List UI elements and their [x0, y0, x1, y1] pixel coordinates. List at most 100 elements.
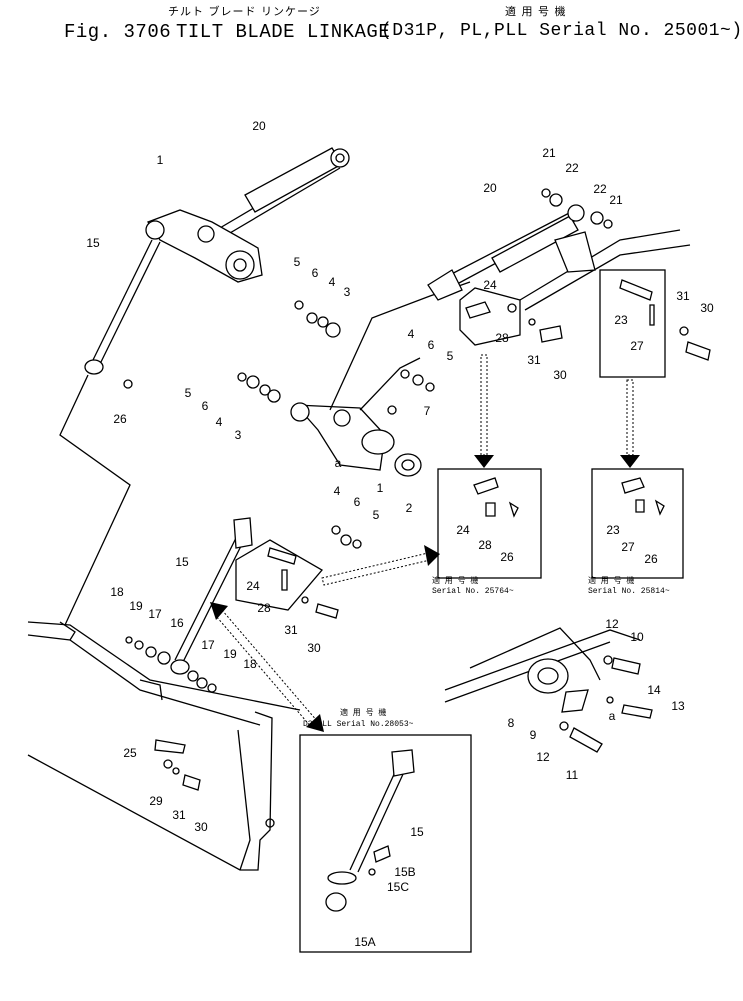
part-label: 5: [372, 508, 380, 522]
part-label: 19: [223, 647, 237, 661]
part-label: 28: [257, 601, 271, 615]
part-label: 6: [353, 495, 361, 509]
part-label: 16: [170, 616, 184, 630]
part-label: 19: [129, 599, 143, 613]
inset-c-jp: 適 用 号 機: [340, 709, 387, 718]
part-label: 31: [172, 808, 186, 822]
part-label: 26: [644, 552, 658, 566]
washer-stack-lower-left: [125, 636, 171, 665]
part-label: 28: [495, 331, 509, 345]
inset-box-b: [591, 468, 684, 579]
inset-b-jp: 適 用 号 機: [588, 577, 635, 586]
part-label: 4: [215, 415, 223, 429]
part-label: 15C: [386, 880, 410, 894]
part-label: 28: [478, 538, 492, 552]
washer-stack-left: [237, 372, 281, 403]
hydraulic-cylinder-right: [427, 188, 691, 311]
part-label: a: [608, 709, 616, 723]
part-label: 24: [456, 523, 470, 537]
part-label: 30: [307, 641, 321, 655]
part-label: 3: [343, 285, 351, 299]
part-label: 21: [609, 193, 623, 207]
part-label: 5: [184, 386, 192, 400]
frame-mount-right: [444, 627, 653, 753]
blade-body: [27, 621, 301, 871]
part-label: 22: [593, 182, 607, 196]
inset-b-note: 適 用 号 機 Serial No. 25814~: [588, 577, 670, 597]
part-label: 17: [201, 638, 215, 652]
part-label: 25: [123, 746, 137, 760]
part-label: 1: [376, 481, 384, 495]
part-label: 26: [500, 550, 514, 564]
part-label: 24: [246, 579, 260, 593]
part-label: 21: [542, 146, 556, 160]
inset-c-serial: D31PLL Serial No.28053~: [303, 720, 414, 729]
part-label: 11: [565, 768, 579, 782]
part-label: 3: [234, 428, 242, 442]
pin-box-23: [599, 269, 711, 378]
washer-stack-center-right: [400, 369, 435, 392]
part-label: 24: [483, 278, 497, 292]
part-label: 15: [86, 236, 100, 250]
part-label: 7: [423, 404, 431, 418]
part-label: 30: [700, 301, 714, 315]
part-label: 6: [201, 399, 209, 413]
inset-a-serial: Serial No. 25764~: [432, 587, 514, 596]
parts-diagram-page: チルト ブレード リンケージ 適 用 号 機 Fig. 3706 TILT BL…: [27, 5, 743, 953]
part-label: 4: [407, 327, 415, 341]
part-label: 9: [529, 728, 537, 742]
arrow-to-inset-c: [210, 602, 324, 732]
part-label: 1: [156, 153, 164, 167]
inset-a-jp: 適 用 号 機: [432, 577, 479, 586]
pin-box-24: [459, 287, 563, 346]
arrow-down-right: [620, 379, 640, 468]
part-label: 30: [553, 368, 567, 382]
part-label: 4: [328, 275, 336, 289]
part-label: 31: [676, 289, 690, 303]
arrow-to-inset-a: [321, 545, 440, 586]
inset-b-serial: Serial No. 25814~: [588, 587, 670, 596]
figure-number: Fig. 3706: [64, 21, 172, 43]
part-label: 4: [333, 484, 341, 498]
link-rod-lower: [170, 517, 253, 675]
part-label: a: [334, 456, 342, 470]
part-label: 23: [606, 523, 620, 537]
part-label: 27: [621, 540, 635, 554]
inset-box-c: [299, 734, 472, 953]
link-rod-upper: [84, 239, 161, 389]
part-label: 22: [565, 161, 579, 175]
applicable-serial: (D31P, PL,PLL Serial No. 25001~): [381, 21, 743, 41]
part-label: 18: [110, 585, 124, 599]
arrow-down-left: [474, 354, 494, 468]
part-label: 30: [194, 820, 208, 834]
part-label: 17: [148, 607, 162, 621]
part-label: 20: [483, 181, 497, 195]
part-label: 31: [527, 353, 541, 367]
part-label: 5: [446, 349, 454, 363]
hydraulic-cylinder-left: [207, 147, 350, 244]
inset-c-serial-wrap: D31PLL Serial No.28053~: [303, 720, 413, 730]
tilt-bracket-upper: [145, 209, 263, 283]
jp-applicable: 適 用 号 機: [505, 5, 567, 18]
part-label: 29: [149, 794, 163, 808]
part-label: 8: [507, 716, 515, 730]
part-label: 15: [175, 555, 189, 569]
part-label: 15A: [354, 935, 376, 949]
washer-stack-center-bottom: [331, 525, 362, 549]
part-label: 20: [252, 119, 266, 133]
inset-c-rod: [325, 749, 415, 912]
part-label: 13: [671, 699, 685, 713]
part-label: 27: [630, 339, 644, 353]
part-label: 6: [311, 266, 319, 280]
part-label: 2: [405, 501, 413, 515]
inset-box-a: [437, 468, 542, 579]
part-label: 18: [243, 657, 257, 671]
diagram-title: TILT BLADE LINKAGE: [176, 21, 391, 43]
part-label: 14: [647, 683, 661, 697]
part-label: 23: [614, 313, 628, 327]
part-label: 12: [605, 617, 619, 631]
jp-title: チルト ブレード リンケージ: [168, 5, 321, 18]
part-label: 26: [113, 412, 127, 426]
part-label: 10: [630, 630, 644, 644]
part-label: 5: [293, 255, 301, 269]
